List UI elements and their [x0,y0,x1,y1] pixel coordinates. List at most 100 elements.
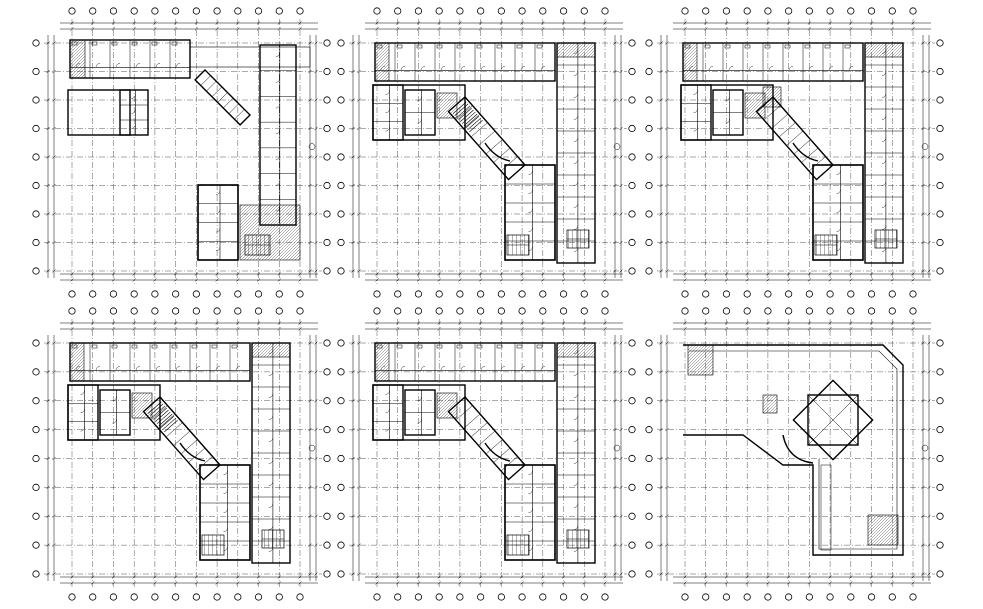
axis-bubble-top [580,7,588,15]
axis-bubble-bottom [435,593,443,601]
axis-bubble-left [337,426,345,434]
axis-bubble-right [323,210,331,218]
axis-bubble-left [32,39,40,47]
building-outline [680,42,904,264]
axis-bubble-right [628,397,636,405]
axis-bubbles [645,307,944,601]
axis-bubble-bottom [764,593,772,601]
axis-bubble-top [805,307,813,315]
axis-bubble-bottom [435,290,443,298]
axis-bubble-top [414,307,423,315]
floor-plan-1 [32,7,331,298]
dimension-lines [659,21,931,282]
axis-bubble-right [936,181,944,190]
axis-bubble-right [936,454,944,463]
axis-bubble-bottom [254,593,263,601]
axis-bubble-left [645,483,653,491]
axis-bubble-top [172,307,180,315]
axis-bubble-right [628,426,636,434]
axis-bubble-bottom [68,593,76,601]
axis-bubble-top [888,307,896,315]
axis-bubble-bottom [580,290,588,298]
axis-bubble-left [32,426,40,434]
axis-bubble-bottom [867,290,876,298]
axis-bubble-top [394,7,402,15]
axis-bubble-top [722,307,731,315]
axis-bubble-top [539,307,547,315]
building-outline [683,344,904,556]
axis-bubble-bottom [254,290,263,298]
axis-bubble-top [764,307,772,315]
axis-bubble-top [130,307,138,315]
axis-bubble-right [936,67,944,76]
axis-bubble-top [826,7,834,15]
axis-bubble-left [645,570,653,578]
axis-bubble-bottom [601,290,609,298]
axis-bubble-top [373,7,381,15]
axis-bubble-bottom [497,290,505,298]
axis-bubble-right [628,541,636,549]
axis-bubble-bottom [130,290,138,298]
axis-bubble-right [323,267,331,275]
axis-bubble-right [323,339,331,347]
axis-bubble-top [518,7,526,15]
axis-bubble-bottom [192,290,200,298]
axis-bubble-top [601,7,609,15]
axis-bubble-top [254,307,263,315]
axis-bubble-right [936,512,944,520]
axis-bubble-top [702,307,710,315]
axis-bubble-bottom [681,290,689,298]
axis-bubble-bottom [888,593,896,601]
axis-bubble-bottom [456,593,464,601]
axis-bubble-right [936,238,944,247]
floor-plan-4 [32,307,331,601]
axis-bubble-right [628,570,636,578]
dimension-lines [659,321,931,585]
axis-bubble-bottom [296,290,304,298]
axis-bubble-top [909,307,917,315]
axis-bubble-top [414,7,423,15]
axis-bubble-right [628,96,636,104]
axis-bubble-left [337,96,345,104]
axis-bubble-right [323,483,331,491]
axis-bubble-right [628,210,636,218]
axis-bubble-bottom [785,593,793,601]
axis-bubble-left [645,339,653,347]
axis-bubble-bottom [275,290,283,298]
axis-bubble-left [645,210,653,218]
axis-bubble-top [234,7,242,15]
axis-bubble-right [323,153,331,161]
axis-bubble-bottom [151,593,159,601]
axis-bubble-bottom [172,593,180,601]
axis-bubble-left [32,67,40,76]
axis-bubble-left [645,426,653,434]
axis-bubbles [32,7,331,298]
building-outline [67,342,291,564]
axis-bubble-bottom [477,290,485,298]
axis-bubble-bottom [805,593,813,601]
axis-bubble-bottom [394,290,402,298]
axis-bubble-right [936,397,944,405]
axis-bubble-right [323,238,331,247]
axis-bubble-bottom [888,290,896,298]
axis-bubble-bottom [559,290,568,298]
axis-bubble-top [580,307,588,315]
axis-bubble-left [645,153,653,161]
axis-bubble-right [628,483,636,491]
axis-bubble-left [645,67,653,76]
axis-bubble-top [192,7,200,15]
axis-bubble-bottom [109,290,118,298]
axis-bubble-left [32,368,40,376]
axis-bubble-top [213,7,221,15]
axis-bubble-left [32,541,40,549]
axis-bubble-right [628,238,636,247]
axis-bubble-top [172,7,180,15]
axis-grid [349,19,627,284]
axis-bubble-top [559,7,568,15]
axis-bubble-left [337,397,345,405]
axis-bubble-bottom [296,593,304,601]
axis-bubble-right [323,397,331,405]
axis-bubble-left [32,96,40,104]
axis-bubble-top [435,307,443,315]
axis-bubble-top [89,307,97,315]
